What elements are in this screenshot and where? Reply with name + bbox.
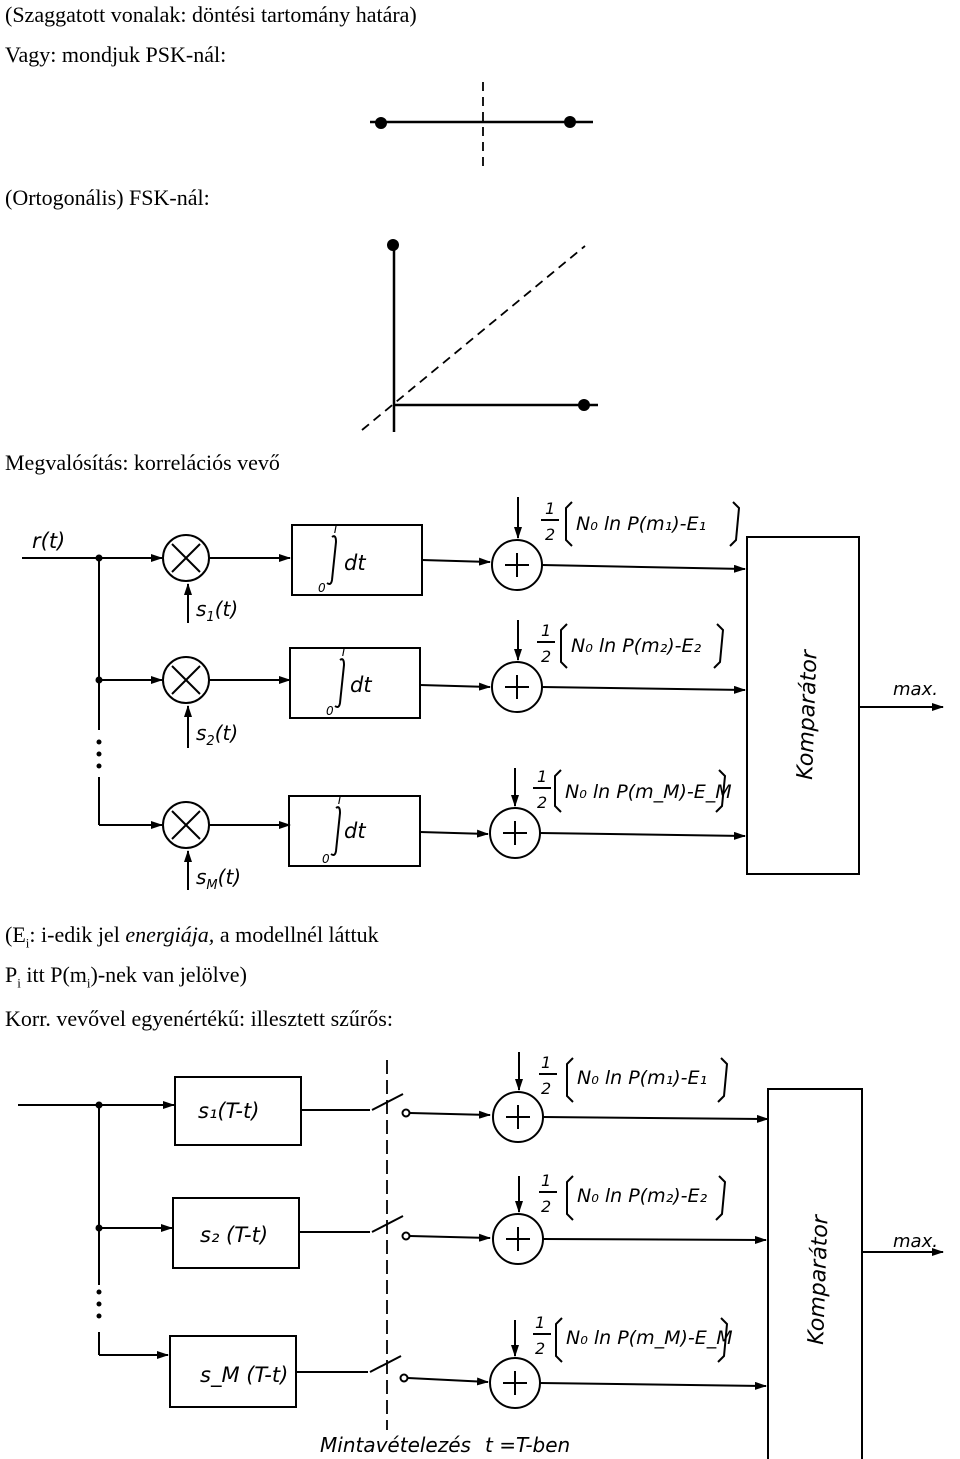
ref-sM: sM(t)	[196, 865, 241, 893]
bus-dots	[95, 554, 103, 769]
bias2M-num: 1	[535, 1313, 545, 1332]
sampling-label: Mintavételezés	[320, 1433, 471, 1457]
energy-note-c: a modellnél láttuk	[214, 922, 379, 947]
bias21-num: 1	[541, 1053, 551, 1072]
bias22-expr: N₀ ln P(m₂)-E₂	[577, 1185, 707, 1207]
energy-note-a: (E	[5, 922, 26, 947]
prob-note-c: )-nek van jelölve)	[90, 962, 247, 987]
bias1-expr: N₀ ln P(m₁)-E₁	[576, 513, 706, 535]
bias1-den: 2	[545, 525, 555, 544]
biasM-num: 1	[537, 767, 547, 786]
line-implementation: Megvalósítás: korrelációs vevő	[5, 450, 280, 475]
ref-s1: s1(t)	[196, 597, 238, 625]
int2-dt: dt	[350, 673, 372, 697]
line-dashed-boundaries: (Szaggatott vonalak: döntési tartomány h…	[5, 2, 417, 27]
bias21-den: 2	[541, 1079, 551, 1098]
biasM-expr: N₀ ln P(m_M)-E_M	[565, 781, 732, 803]
prob-note-b: itt P(m	[20, 962, 87, 987]
filterM-label: s_M (T-t)	[200, 1363, 288, 1388]
line-psk: Vagy: mondjuk PSK-nál:	[5, 42, 227, 67]
bias21-expr: N₀ ln P(m₁)-E₁	[577, 1067, 707, 1089]
bias2-den: 2	[541, 647, 551, 666]
energy-note-b: : i-edik jel	[29, 922, 126, 947]
ref-s2: s2(t)	[196, 721, 238, 749]
input-label: r(t)	[32, 529, 65, 553]
bias2M-den: 2	[535, 1339, 545, 1358]
output2-label: max.	[893, 1231, 938, 1252]
correlation-receiver-diagram: r(t) T 0 dt T 0 dt T 0 dt s1(t) s2(t) sM…	[22, 497, 944, 893]
biasM-den: 2	[537, 793, 547, 812]
int2-upper: T	[340, 645, 349, 659]
intM-upper: T	[336, 793, 345, 807]
comparator2-box	[767, 1088, 863, 1459]
prob-note-sub2: i	[86, 975, 91, 991]
bus2-dots	[95, 1101, 103, 1319]
prob-note-sub: i	[17, 975, 21, 991]
line-energy-note: (Ei: i-edik jel energiája, a modellnél l…	[5, 922, 379, 956]
energy-note-em: energiája,	[125, 922, 215, 947]
comparator-box	[746, 536, 860, 875]
int1-upper: T	[332, 522, 341, 536]
comparator-label: Komparátor	[793, 648, 823, 780]
line-probability-note: Pi itt P(mi)-nek van jelölve)	[5, 962, 247, 996]
int1-dt: dt	[344, 551, 366, 575]
sampling-time: t =T-ben	[485, 1433, 570, 1457]
psk-point-2	[564, 116, 576, 128]
fsk-point-2	[578, 399, 590, 411]
output-label: max.	[893, 679, 938, 700]
fsk-point-1	[387, 239, 399, 251]
line-matched-filter: Korr. vevővel egyenértékű: illesztett sz…	[5, 1006, 393, 1031]
prob-note-a: P	[5, 962, 18, 987]
constellation-diagrams	[361, 82, 598, 432]
psk-point-1	[375, 117, 387, 129]
filter2-label: s₂ (T-t)	[200, 1223, 268, 1247]
filter1-label: s₁(T-t)	[198, 1099, 259, 1123]
energy-note-sub: i	[25, 935, 30, 951]
comparator2-label: Komparátor	[804, 1213, 834, 1345]
fsk-decision-boundary	[361, 245, 586, 431]
bias1-num: 1	[545, 499, 555, 518]
fsk-constellation	[361, 239, 598, 432]
bias22-num: 1	[541, 1171, 551, 1190]
bias2-expr: N₀ ln P(m₂)-E₂	[571, 635, 701, 657]
intM-dt: dt	[344, 819, 366, 843]
bias22-den: 2	[541, 1197, 551, 1216]
psk-constellation	[370, 82, 593, 170]
bias2-num: 1	[541, 621, 551, 640]
line-fsk: (Ortogonális) FSK-nál:	[5, 185, 210, 210]
bias2M-expr: N₀ ln P(m_M)-E_M	[566, 1327, 733, 1349]
matched-filter-diagram: s₁(T-t) s₂ (T-t) s_M (T-t) 1 2 N₀ ln P(m…	[18, 1052, 944, 1459]
intM-lower: 0	[322, 852, 330, 866]
integrator-M	[288, 795, 421, 867]
int1-lower: 0	[318, 581, 326, 595]
int2-lower: 0	[326, 704, 334, 718]
integrator-2	[289, 647, 421, 719]
